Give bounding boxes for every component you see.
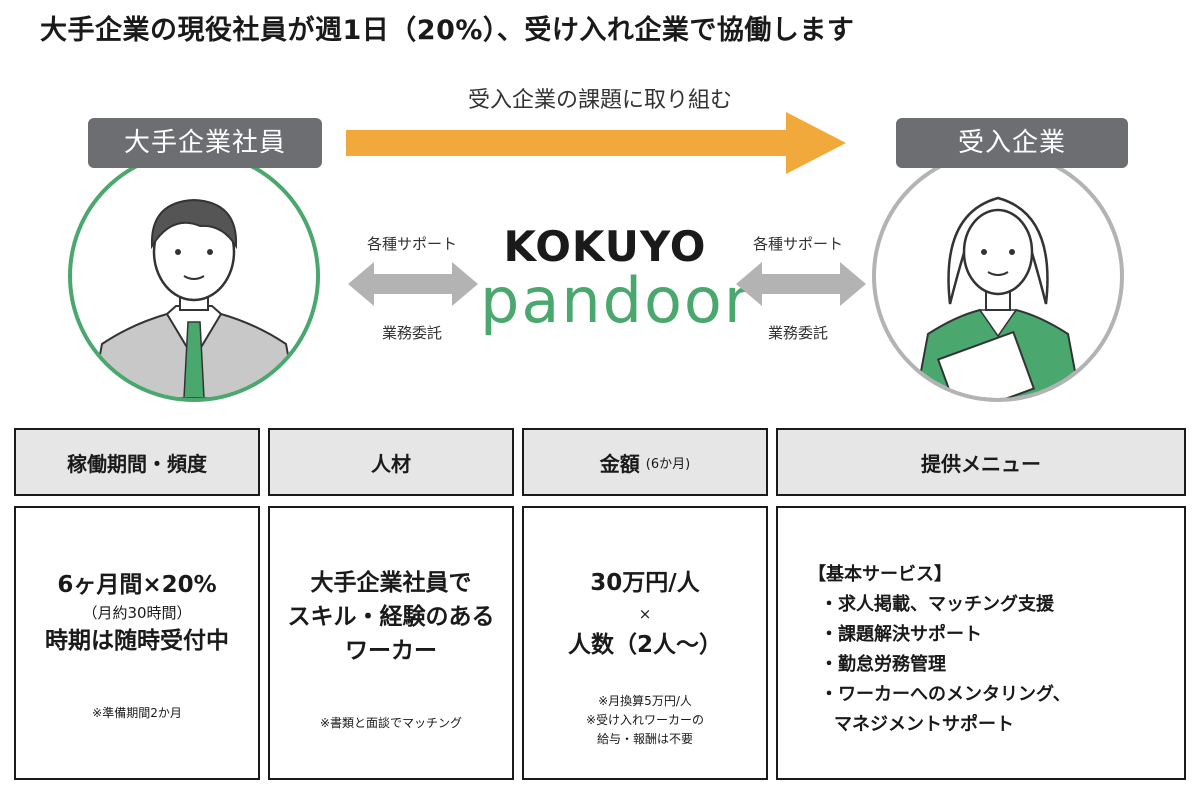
talent-line2: スキル・経験のある bbox=[287, 604, 495, 630]
menu-item-3: ・勤怠労務管理 bbox=[820, 654, 946, 675]
price-line2: × bbox=[638, 605, 652, 623]
cell-menu: 【基本サービス】 ・求人掲載、マッチング支援 ・課題解決サポート ・勤怠労務管理… bbox=[776, 506, 1186, 780]
header-talent-label: 人材 bbox=[371, 451, 411, 476]
price-note2: ※受け入れワーカーの bbox=[585, 713, 705, 727]
talent-note: ※書類と面談でマッチング bbox=[319, 716, 463, 730]
menu-title: 【基本サービス】 bbox=[808, 564, 952, 585]
talent-line3: ワーカー bbox=[345, 638, 437, 664]
period-line1: 6ヶ月間×20% bbox=[57, 572, 217, 598]
price-line1: 30万円/人 bbox=[590, 570, 700, 596]
header-period: 稼働期間・頻度 bbox=[14, 428, 260, 496]
businesswoman-illustration-icon bbox=[914, 196, 1082, 398]
header-period-label: 稼働期間・頻度 bbox=[67, 451, 207, 476]
support-left-bottom-label: 業務委託 bbox=[381, 324, 442, 342]
page-headline: 大手企業の現役社員が週1日（20%）、受け入れ企業で協働します bbox=[40, 15, 855, 46]
price-note3: 給与・報酬は不要 bbox=[596, 732, 693, 746]
cell-talent: 大手企業社員で スキル・経験のある ワーカー ※書類と面談でマッチング bbox=[268, 506, 514, 780]
double-arrow-left-icon bbox=[348, 262, 478, 306]
menu-item-1: ・求人掲載、マッチング支援 bbox=[820, 594, 1054, 615]
price-line3: 人数（2人～） bbox=[567, 632, 722, 658]
menu-item-4: ・ワーカーへのメンタリング、 bbox=[820, 684, 1071, 705]
cell-period: 6ヶ月間×20% （月約30時間） 時期は随時受付中 ※準備期間2か月 bbox=[14, 506, 260, 780]
employee-avatar bbox=[68, 150, 320, 402]
talent-line1: 大手企業社員で bbox=[310, 570, 472, 596]
header-menu-label: 提供メニュー bbox=[921, 451, 1041, 476]
company-avatar bbox=[872, 150, 1124, 402]
period-note: ※準備期間2か月 bbox=[92, 706, 182, 720]
company-badge: 受入企業 bbox=[896, 118, 1128, 168]
businessman-illustration-icon bbox=[90, 198, 298, 398]
period-line2: （月約30時間） bbox=[82, 604, 192, 622]
header-menu: 提供メニュー bbox=[776, 428, 1186, 496]
flow-arrow-icon bbox=[346, 112, 846, 174]
header-talent: 人材 bbox=[268, 428, 514, 496]
header-price: 金額 (6か月) bbox=[522, 428, 768, 496]
period-line3: 時期は随時受付中 bbox=[45, 628, 229, 654]
brand-pandoor: pandoor bbox=[480, 264, 752, 337]
support-right-bottom-label: 業務委託 bbox=[767, 324, 828, 342]
price-note1: ※月換算5万円/人 bbox=[598, 694, 692, 708]
employee-badge: 大手企業社員 bbox=[88, 118, 322, 168]
support-left-top-label: 各種サポート bbox=[366, 235, 457, 253]
header-price-sub: (6か月) bbox=[645, 456, 691, 472]
menu-item-2: ・課題解決サポート bbox=[820, 624, 982, 645]
menu-item-5: マネジメントサポート bbox=[834, 714, 1014, 735]
cell-price: 30万円/人 × 人数（2人～） ※月換算5万円/人 ※受け入れワーカーの 給与… bbox=[522, 506, 768, 780]
double-arrow-right-icon bbox=[736, 262, 866, 306]
flow-label: 受入企業の課題に取り組む bbox=[467, 88, 732, 113]
brand-kokuyo: KOKUYO bbox=[503, 222, 707, 271]
header-price-label: 金額 bbox=[599, 451, 640, 476]
support-right-top-label: 各種サポート bbox=[752, 235, 843, 253]
